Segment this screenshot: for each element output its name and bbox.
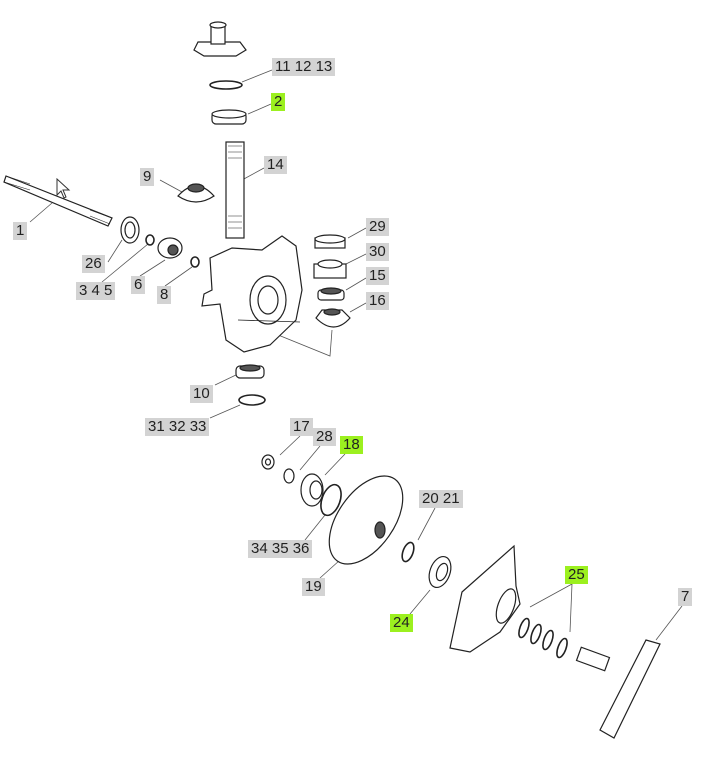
callout-6[interactable]: 6 [131, 276, 146, 294]
bushing-29 [314, 234, 346, 249]
rings-25 [518, 617, 568, 659]
gearbox-housing [201, 235, 303, 353]
seal-24 [428, 555, 452, 589]
callout-20-21[interactable]: 20 21 [419, 490, 463, 508]
callout-24[interactable]: 24 [390, 614, 413, 632]
ring-20 [401, 541, 415, 563]
nut-17 [261, 454, 275, 470]
shaft-1 [3, 175, 113, 227]
washer-28 [283, 468, 295, 484]
o-ring-31 [238, 394, 266, 406]
cover-19 [328, 475, 404, 565]
bearing-26 [120, 216, 140, 244]
o-ring-11 [209, 80, 243, 90]
callout-8[interactable]: 8 [157, 286, 172, 304]
callout-26[interactable]: 26 [82, 255, 105, 273]
callout-15[interactable]: 15 [366, 267, 389, 285]
callout-11-12-13[interactable]: 11 12 13 [272, 58, 336, 76]
seal-15 [317, 287, 345, 301]
bushing-30 [313, 259, 347, 279]
callout-19[interactable]: 19 [302, 578, 325, 596]
bearing-10 [235, 364, 265, 379]
seal-9 [177, 183, 215, 203]
mouse-cursor-icon [56, 178, 71, 199]
seal-6 [157, 237, 183, 259]
shaft-14 [225, 141, 245, 239]
callout-34-35-36[interactable]: 34 35 36 [248, 540, 313, 558]
ring-8 [190, 256, 200, 268]
callout-31-32-33[interactable]: 31 32 33 [145, 418, 210, 436]
callout-1[interactable]: 1 [13, 222, 28, 240]
leader-lines [29, 69, 683, 641]
callout-2[interactable]: 2 [271, 93, 286, 111]
callout-10[interactable]: 10 [190, 385, 213, 403]
cup-16 [315, 308, 351, 328]
callout-28[interactable]: 28 [313, 428, 336, 446]
bearing-2 [211, 109, 247, 125]
callout-9[interactable]: 9 [140, 168, 155, 186]
o-ring-34 [320, 483, 342, 517]
callout-16[interactable]: 16 [366, 292, 389, 310]
top-cap-part [193, 21, 247, 57]
ring-3 [145, 234, 155, 246]
callout-3-4-5[interactable]: 3 4 5 [76, 282, 116, 300]
callout-25[interactable]: 25 [565, 566, 588, 584]
callout-30[interactable]: 30 [366, 243, 389, 261]
hub-7 [575, 639, 661, 739]
flange-plate [449, 544, 521, 653]
callout-14[interactable]: 14 [264, 156, 287, 174]
bearing-18 [300, 473, 324, 507]
callout-18[interactable]: 18 [340, 436, 363, 454]
callout-7[interactable]: 7 [678, 588, 693, 606]
callout-17[interactable]: 17 [290, 418, 313, 436]
callout-29[interactable]: 29 [366, 218, 389, 236]
